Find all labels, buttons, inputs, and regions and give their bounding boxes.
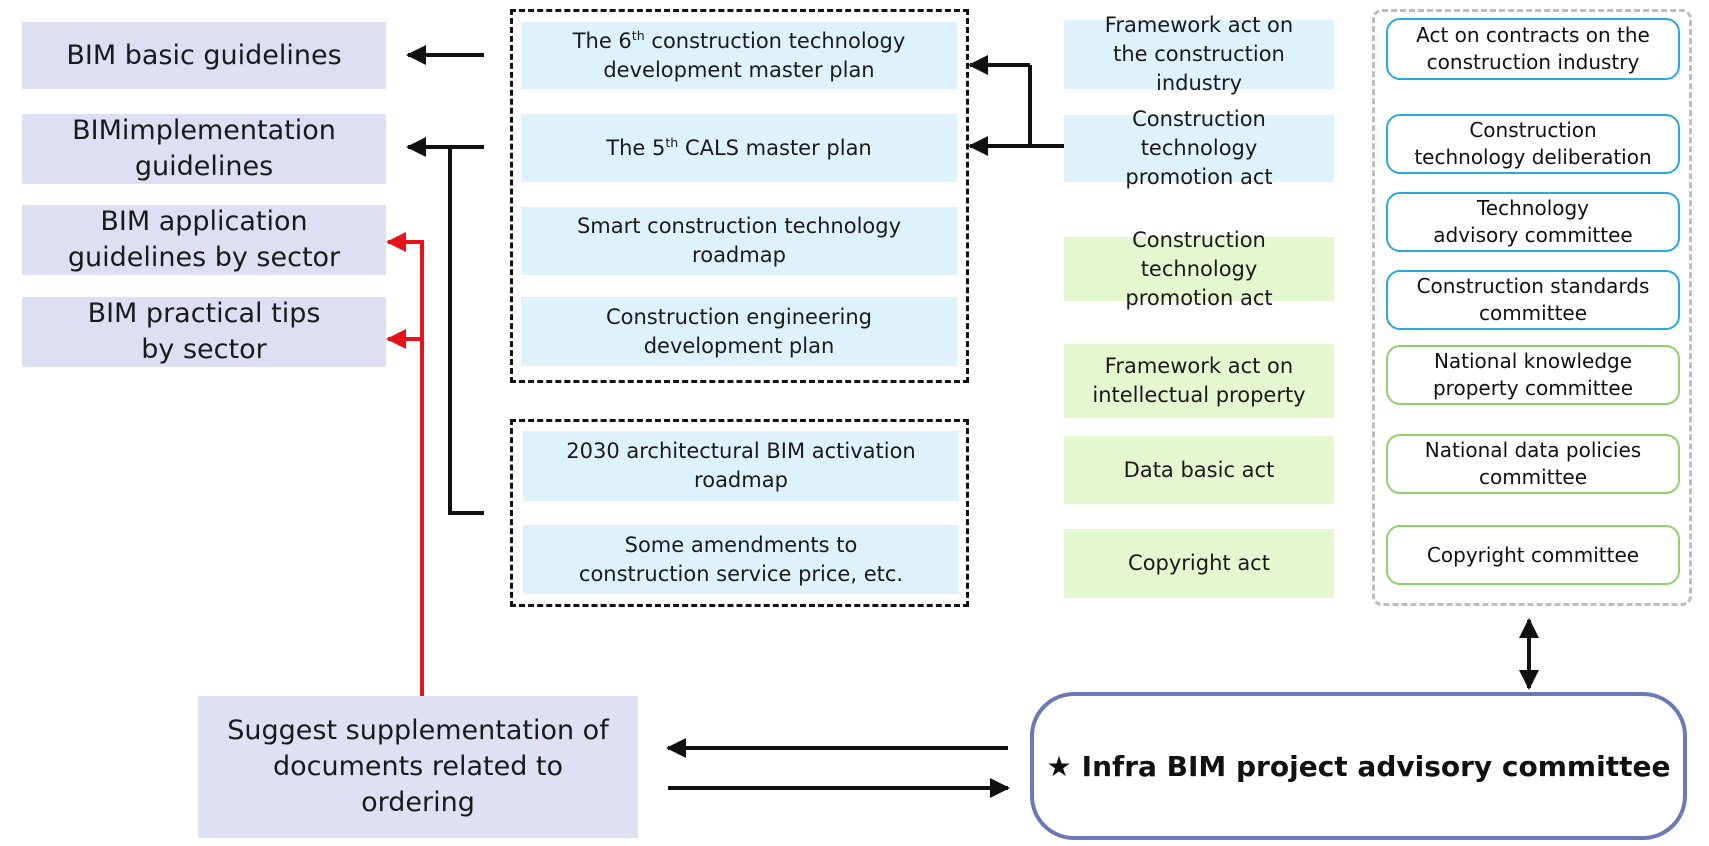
infra-bim-advisory-committee: ★ Infra BIM project advisory committee (1030, 692, 1687, 840)
roadmap-architectural-bim: 2030 architectural BIM activation roadma… (523, 431, 959, 501)
act-data-basic: Data basic act (1064, 436, 1334, 504)
star-icon: ★ (1046, 749, 1072, 783)
advisory-committee-label: Infra BIM project advisory committee (1081, 749, 1671, 783)
bim-implementation-guidelines: BIMimplementation guidelines (22, 114, 386, 184)
committee-construction-standards: Construction standards committee (1386, 270, 1680, 330)
act-framework-intellectual-property: Framework act on intellectual property (1064, 344, 1334, 418)
line-roadmap-to-implementation (448, 147, 484, 515)
plan-smart-construction-roadmap: Smart construction technology roadmap (521, 207, 957, 275)
plan-2-label: The 5th CALS master plan (606, 134, 872, 160)
committee-technology-advisory: Technology advisory committee (1386, 192, 1680, 252)
roadmaps-group-frame (510, 419, 969, 607)
committee-national-knowledge-property: National knowledge property committee (1386, 345, 1680, 405)
bim-basic-guidelines: BIM basic guidelines (22, 22, 386, 89)
committee-national-data-policies: National data policies committee (1386, 434, 1680, 494)
committee-contracts-construction-industry: Act on contracts on the construction ind… (1386, 18, 1680, 80)
plans-group-frame (510, 9, 969, 383)
bim-practical-tips: BIM practical tips by sector (22, 297, 386, 367)
committees-group-frame (1372, 9, 1692, 606)
committee-construction-technology-deliberation: Construction technology deliberation (1386, 114, 1680, 174)
plan-1-label: The 6th construction technology developm… (572, 27, 906, 82)
roadmap-service-price-amendments: Some amendments to construction service … (523, 525, 959, 594)
suggest-supplementation: Suggest supplementation of documents rel… (198, 696, 638, 838)
plan-construction-technology-master: The 6th construction technology developm… (521, 22, 957, 89)
act-copyright: Copyright act (1064, 529, 1334, 598)
plan-cals-master: The 5th CALS master plan (521, 114, 957, 182)
line-acts-trunk (1028, 65, 1064, 148)
committee-copyright: Copyright committee (1386, 525, 1680, 585)
bim-application-guidelines: BIM application guidelines by sector (22, 205, 386, 275)
plan-construction-engineering: Construction engineering development pla… (521, 297, 957, 366)
red-line-suggest (386, 232, 424, 696)
